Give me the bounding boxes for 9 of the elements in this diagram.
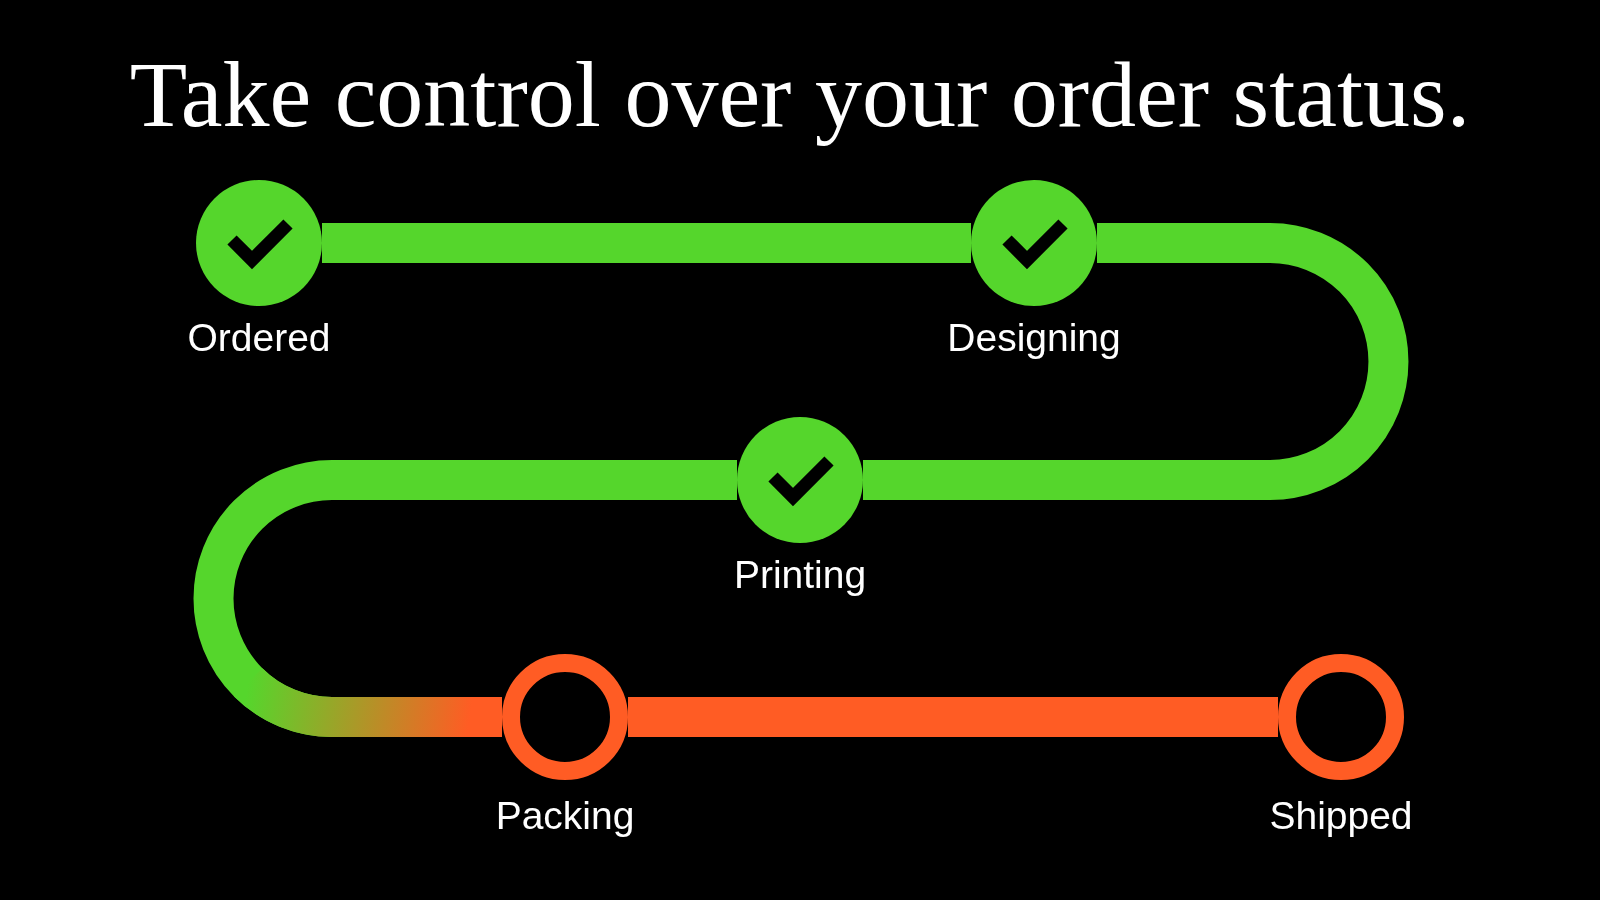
title: Take control over your order status.: [129, 41, 1471, 148]
track-line: [628, 697, 1278, 737]
step-label: Designing: [947, 315, 1121, 361]
step-label: Printing: [733, 552, 867, 598]
track-line: [863, 223, 1409, 500]
step-label: Ordered: [187, 315, 331, 361]
step-label: Shipped: [1269, 793, 1413, 839]
track-line: [322, 223, 971, 263]
step-label: Packing: [495, 793, 635, 839]
